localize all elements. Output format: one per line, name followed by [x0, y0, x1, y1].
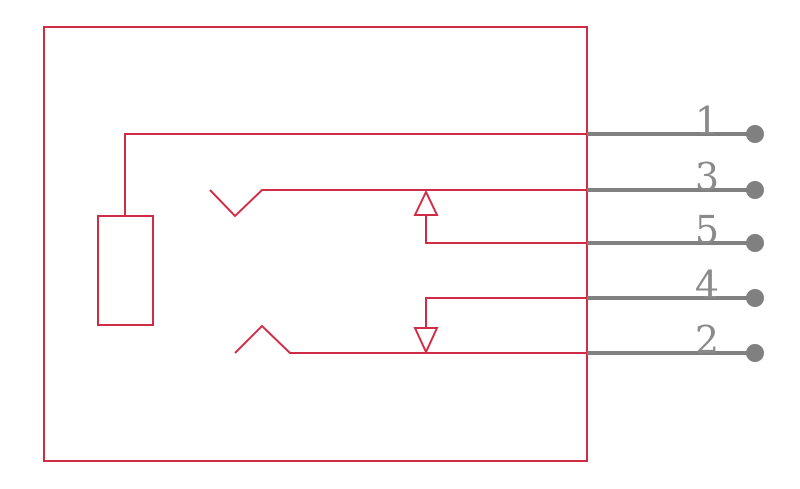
ring-switch-wire [425, 297, 587, 328]
pin-3-label: 3 [695, 155, 719, 199]
pin-3: 3 [587, 155, 764, 199]
tip-switch-wire [425, 215, 587, 244]
pin-5-label: 5 [695, 208, 719, 252]
pin-2-label: 2 [695, 318, 719, 362]
pin-1-terminal [746, 125, 764, 143]
tip-contact [209, 189, 587, 218]
tip-switch-arrow [413, 189, 439, 216]
ring-contact [234, 324, 587, 354]
pin-4: 4 [587, 263, 764, 307]
pin-1-label: 1 [695, 99, 719, 143]
pin-2: 2 [587, 318, 764, 362]
sleeve-wire [124, 133, 587, 216]
pin-4-terminal [746, 289, 764, 307]
pin-3-terminal [746, 181, 764, 199]
pin-1: 1 [587, 99, 764, 143]
pin-5-terminal [746, 234, 764, 252]
ring-switch-arrow [413, 327, 439, 355]
pin-4-label: 4 [695, 263, 719, 307]
pin-2-terminal [746, 344, 764, 362]
sleeve-contact [97, 215, 154, 326]
pin-5: 5 [587, 208, 764, 252]
